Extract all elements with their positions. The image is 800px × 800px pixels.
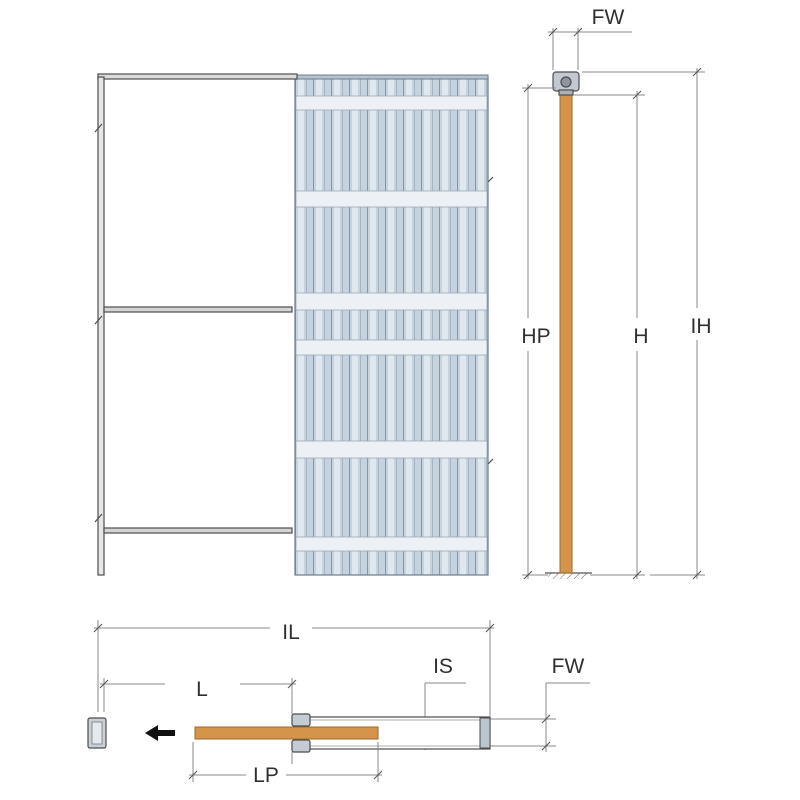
cassette-edge-clip bbox=[487, 458, 494, 465]
cassette-end-post bbox=[479, 717, 491, 749]
dimension-tick bbox=[287, 679, 297, 689]
entry-guide-bracket bbox=[291, 713, 311, 753]
cassette-panel bbox=[294, 76, 489, 576]
dimension-tick bbox=[692, 67, 702, 77]
floor-hatch bbox=[548, 573, 588, 579]
dimension-fw-top: FW bbox=[548, 6, 632, 70]
door-slab-section bbox=[559, 93, 573, 574]
dimension-ih: IH bbox=[582, 67, 712, 580]
dimension-il: IL bbox=[93, 620, 495, 716]
post-clip bbox=[94, 315, 103, 325]
post-clip bbox=[94, 123, 103, 133]
l-label: L bbox=[196, 678, 208, 701]
is-label: IS bbox=[433, 655, 453, 678]
dimension-tick bbox=[632, 90, 642, 100]
il-label: IL bbox=[282, 621, 300, 644]
guide-bracket-bottom bbox=[291, 739, 311, 753]
post-clip bbox=[94, 513, 103, 523]
cassette-band bbox=[295, 339, 488, 356]
hp-label: HP bbox=[521, 325, 550, 348]
cassette-band bbox=[295, 292, 488, 311]
cassette-band bbox=[295, 536, 488, 552]
dimension-tick bbox=[541, 741, 551, 751]
cassette-edge-clip bbox=[487, 176, 494, 183]
dimension-tick bbox=[548, 27, 558, 37]
dimension-fw-plan: FW bbox=[490, 655, 590, 752]
cassette-band bbox=[295, 95, 488, 111]
dimension-l: L bbox=[99, 678, 297, 714]
cassette-band bbox=[295, 440, 488, 459]
jamb-plan bbox=[87, 717, 107, 749]
dimension-tick bbox=[523, 570, 533, 580]
fw-label-top: FW bbox=[592, 6, 625, 29]
front-elevation bbox=[94, 73, 494, 576]
roller-wheel bbox=[560, 76, 572, 88]
side-section: FW HP H bbox=[521, 6, 712, 580]
dimension-tick bbox=[632, 570, 642, 580]
plan-view: IL L IS FW bbox=[87, 620, 590, 787]
dimension-tick bbox=[523, 83, 533, 93]
dimension-h: H bbox=[573, 90, 649, 580]
lp-label: LP bbox=[253, 764, 279, 787]
dimension-tick bbox=[541, 714, 551, 724]
arrow-left-icon bbox=[145, 725, 175, 741]
dimension-tick bbox=[485, 623, 495, 633]
jamb-inner bbox=[91, 721, 103, 745]
door-frame bbox=[94, 73, 298, 576]
guide-bracket-top bbox=[291, 713, 311, 727]
cassette-band bbox=[295, 190, 488, 208]
dimension-hp: HP bbox=[521, 83, 556, 580]
cassette-top-cap bbox=[294, 74, 489, 80]
dimension-lp: LP bbox=[188, 742, 383, 787]
dimension-tick bbox=[692, 570, 702, 580]
hanger-plate bbox=[558, 89, 574, 96]
dimension-tick bbox=[99, 679, 109, 689]
dimension-tick bbox=[188, 770, 198, 780]
top-rail bbox=[97, 73, 298, 80]
left-jamb-post bbox=[97, 76, 105, 576]
dimension-tick bbox=[373, 770, 383, 780]
dimension-tick bbox=[573, 27, 583, 37]
h-label: H bbox=[633, 325, 648, 348]
top-track-bracket bbox=[552, 71, 580, 96]
spreader-bar-lower bbox=[103, 527, 293, 534]
spreader-bar-upper bbox=[103, 306, 293, 313]
ih-label: IH bbox=[691, 315, 712, 338]
fw-label-plan: FW bbox=[552, 655, 585, 678]
door-slab-plan bbox=[194, 726, 379, 740]
dimension-tick bbox=[93, 623, 103, 633]
pocket-cassette bbox=[294, 74, 494, 576]
